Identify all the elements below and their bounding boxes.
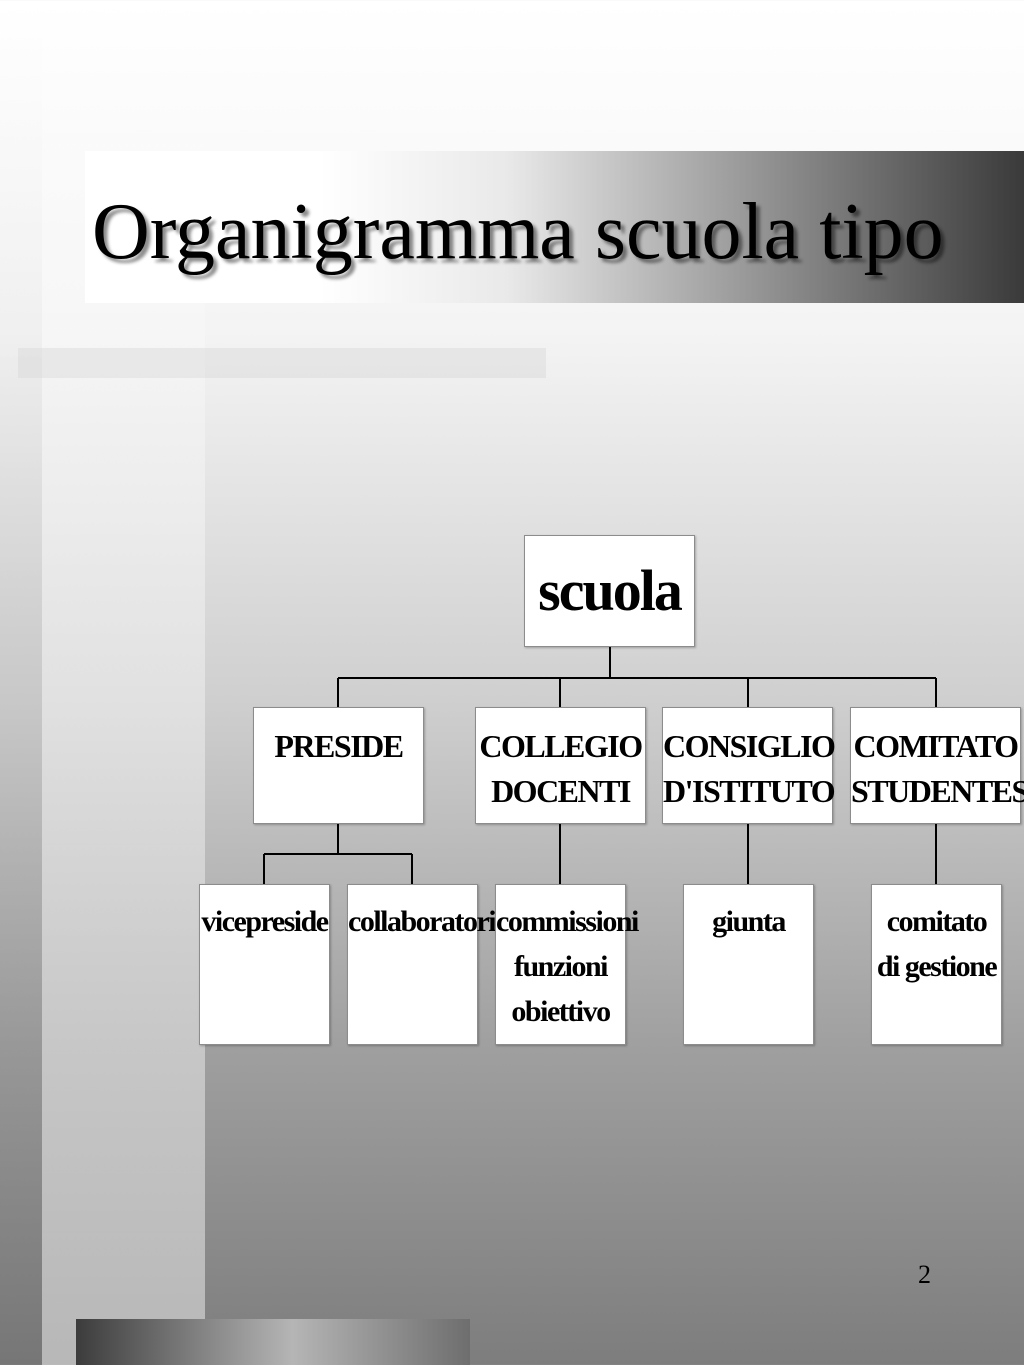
page-number: 2: [918, 1260, 931, 1289]
org-node-comitato-studentesco: COMITATO STUDENTESCO: [850, 707, 1024, 824]
org-node-label: COLLEGIO: [479, 728, 643, 764]
org-node-preside: PRESIDE: [253, 707, 424, 824]
org-node-label: scuola: [538, 558, 683, 623]
org-node-giunta: giunta: [683, 884, 814, 1045]
slide-title: Organigramma scuola tipo: [92, 188, 944, 276]
org-node-vicepreside: vicepreside: [199, 884, 330, 1045]
org-node-label: funzioni: [513, 950, 609, 983]
org-node-collegio-docenti: COLLEGIO DOCENTI: [475, 707, 646, 824]
org-node-label: DOCENTI: [491, 773, 631, 809]
org-node-label: COMITATO: [853, 728, 1019, 764]
org-node-label: commissioni: [496, 905, 639, 938]
org-node-comitato-gestione: comitato di gestione: [871, 884, 1002, 1045]
title-bar: [85, 151, 1024, 303]
org-node-label: STUDENTESCO: [851, 773, 1024, 809]
background-band-horizontal: [18, 348, 546, 378]
org-node-label: vicepreside: [201, 905, 329, 938]
org-node-label: di gestione: [876, 950, 998, 983]
org-node-label: D'ISTITUTO: [663, 773, 836, 809]
bottom-decorative-bar: [76, 1319, 470, 1365]
org-node-label: obiettivo: [511, 995, 611, 1028]
org-node-commissioni: commissioni funzioni obiettivo: [495, 884, 639, 1045]
org-node-collaboratori: collaboratori: [347, 884, 497, 1045]
org-node-label: comitato: [886, 905, 988, 938]
background-band-left: [0, 0, 42, 1365]
org-node-label: PRESIDE: [274, 728, 404, 764]
org-node-label: collaboratori: [348, 905, 497, 938]
org-node-scuola: scuola: [524, 535, 695, 647]
org-node-label: giunta: [712, 905, 786, 938]
org-node-label: CONSIGLIO: [663, 728, 836, 764]
org-node-consiglio-istituto: CONSIGLIO D'ISTITUTO: [662, 707, 836, 824]
